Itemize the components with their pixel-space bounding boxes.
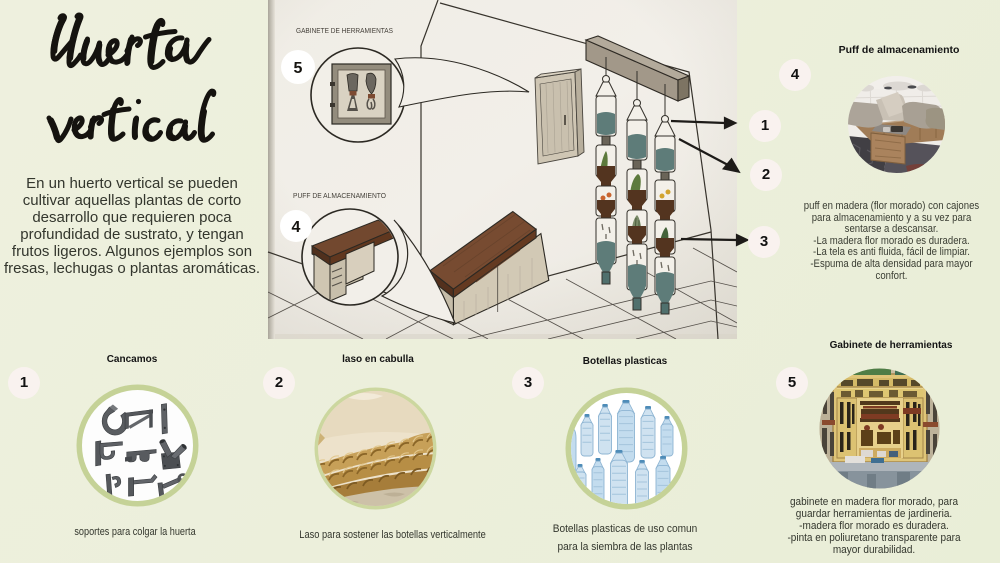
svg-text:4: 4 [292, 219, 301, 236]
svg-text:GABINETE DE HERRAMIENTAS: GABINETE DE HERRAMIENTAS [296, 26, 393, 35]
svg-text:PUFF DE ALMACENAMIENTO: PUFF DE ALMACENAMIENTO [293, 191, 386, 200]
svg-text:5: 5 [294, 60, 303, 77]
